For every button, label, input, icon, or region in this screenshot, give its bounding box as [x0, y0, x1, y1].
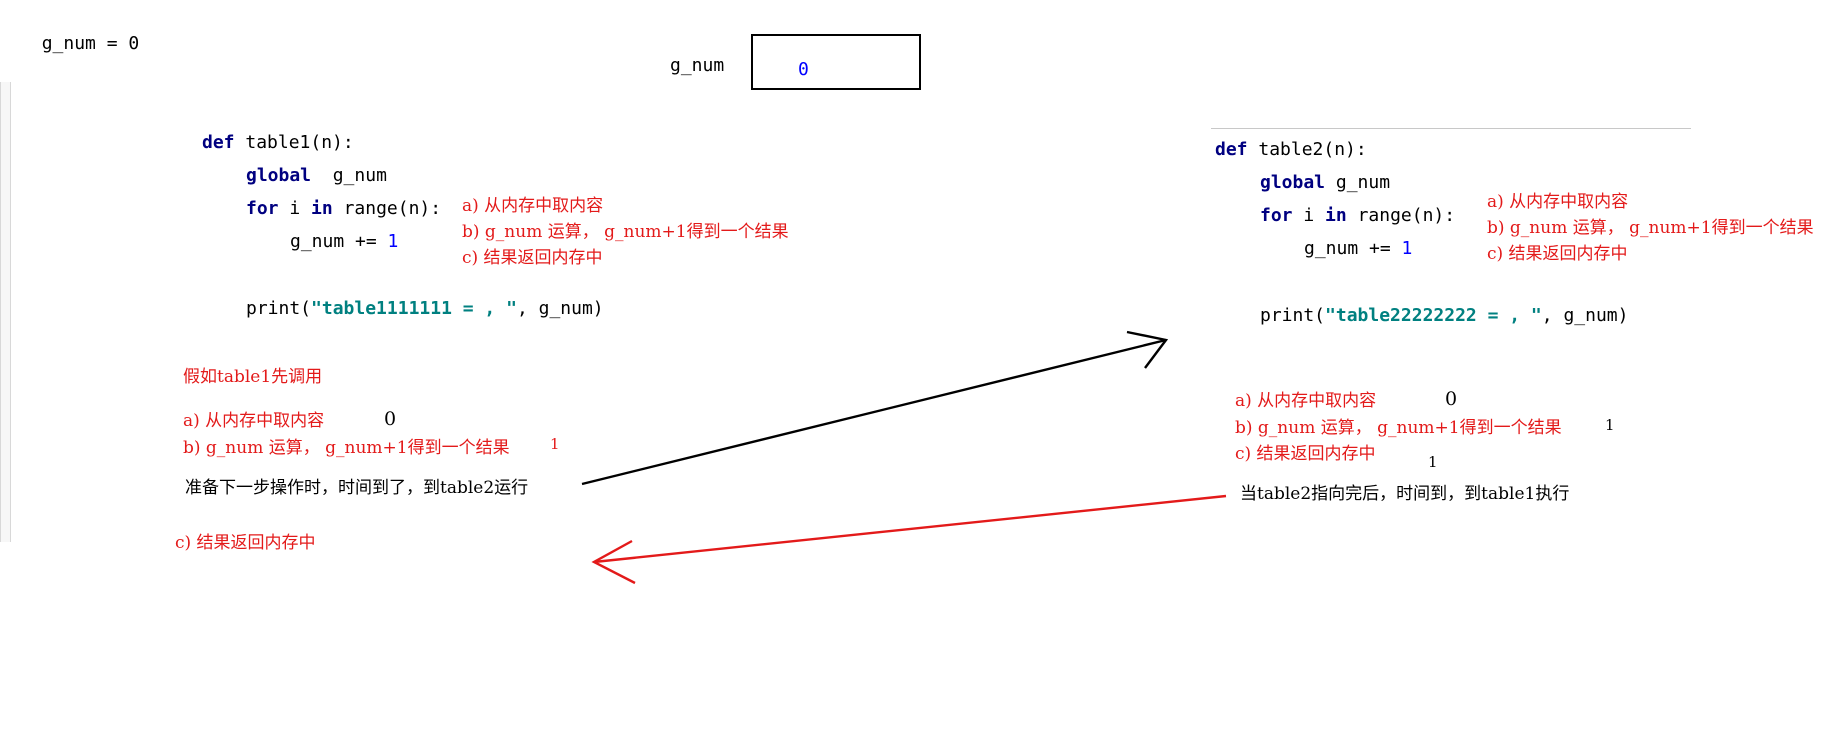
for-keyword: for	[1260, 205, 1293, 226]
left-note-b: b) g_num 运算， g_num+1得到一个结果	[183, 438, 510, 458]
right-def-line: def table2(n):	[1215, 141, 1367, 159]
print-fn: print(	[246, 298, 312, 319]
right-step-a: a) 从内存中取内容	[1487, 192, 1629, 212]
global-name: g_num	[332, 165, 387, 186]
left-step-a: a) 从内存中取内容	[462, 196, 604, 216]
left-def-line: def table1(n):	[202, 134, 354, 152]
global-init-code: g_num = 0	[41, 33, 140, 54]
global-init-line: g_num = 0	[20, 17, 140, 54]
right-note-c-value: 1	[1428, 453, 1438, 471]
left-note-b-value: 1	[550, 435, 560, 453]
in-keyword: in	[311, 198, 333, 219]
left-note-a-value: 0	[384, 408, 397, 430]
right-separator	[1211, 128, 1691, 129]
loop-var: i	[1303, 205, 1315, 226]
left-print-line: print("table1111111 = , ", g_num)	[246, 300, 604, 318]
right-step-c: c) 结果返回内存中	[1487, 244, 1628, 264]
def-signature: table1(n):	[245, 132, 354, 153]
right-note-a-value: 0	[1445, 388, 1458, 410]
right-note-b-value: 1	[1605, 416, 1615, 434]
memory-box	[751, 34, 921, 90]
print-args: , g_num)	[1541, 305, 1629, 326]
right-for-line: for i in range(n):	[1260, 207, 1455, 225]
right-add-line: g_num += 1	[1304, 240, 1412, 258]
right-step-b: b) g_num 运算， g_num+1得到一个结果	[1487, 218, 1814, 238]
right-note-a: a) 从内存中取内容	[1235, 391, 1377, 411]
editor-gutter	[0, 82, 11, 542]
print-fn: print(	[1260, 305, 1326, 326]
add-expr: g_num +=	[1304, 238, 1402, 259]
right-print-line: print("table22222222 = , ", g_num)	[1260, 307, 1628, 325]
range-call: range(n):	[343, 198, 442, 219]
left-global-line: global g_num	[246, 167, 387, 185]
left-switch-note: 准备下一步操作时，时间到了，到table2运行	[185, 478, 529, 498]
def-keyword: def	[1215, 139, 1248, 160]
global-name: g_num	[1335, 172, 1391, 193]
def-signature: table2(n):	[1258, 139, 1367, 160]
left-note-a: a) 从内存中取内容	[183, 411, 325, 431]
right-note-b: b) g_num 运算， g_num+1得到一个结果	[1235, 418, 1562, 438]
add-number: 1	[387, 231, 399, 252]
right-switch-note: 当table2指向完后，时间到，到table1执行	[1240, 484, 1570, 504]
print-string: "table22222222 = , "	[1325, 305, 1542, 326]
left-scenario-title: 假如table1先调用	[183, 367, 323, 387]
right-note-c: c) 结果返回内存中	[1235, 444, 1376, 464]
global-keyword: global	[246, 165, 312, 186]
left-step-c: c) 结果返回内存中	[462, 248, 603, 268]
arrow-to-table1	[591, 494, 1227, 585]
global-keyword: global	[1260, 172, 1326, 193]
add-number: 1	[1401, 238, 1413, 259]
print-args: , g_num)	[516, 298, 604, 319]
loop-var: i	[289, 198, 301, 219]
add-expr: g_num +=	[290, 231, 388, 252]
def-keyword: def	[202, 132, 235, 153]
right-global-line: global g_num	[1260, 174, 1390, 192]
left-add-line: g_num += 1	[290, 233, 398, 251]
left-note-c: c) 结果返回内存中	[175, 533, 316, 553]
memory-label: g_num	[670, 55, 725, 76]
print-string: "table1111111 = , "	[311, 298, 517, 319]
left-step-b: b) g_num 运算， g_num+1得到一个结果	[462, 222, 789, 242]
range-call: range(n):	[1357, 205, 1456, 226]
in-keyword: in	[1325, 205, 1347, 226]
arrow-to-table2	[581, 330, 1169, 486]
for-keyword: for	[246, 198, 279, 219]
memory-value: 0	[798, 59, 809, 80]
left-for-line: for i in range(n):	[246, 200, 441, 218]
